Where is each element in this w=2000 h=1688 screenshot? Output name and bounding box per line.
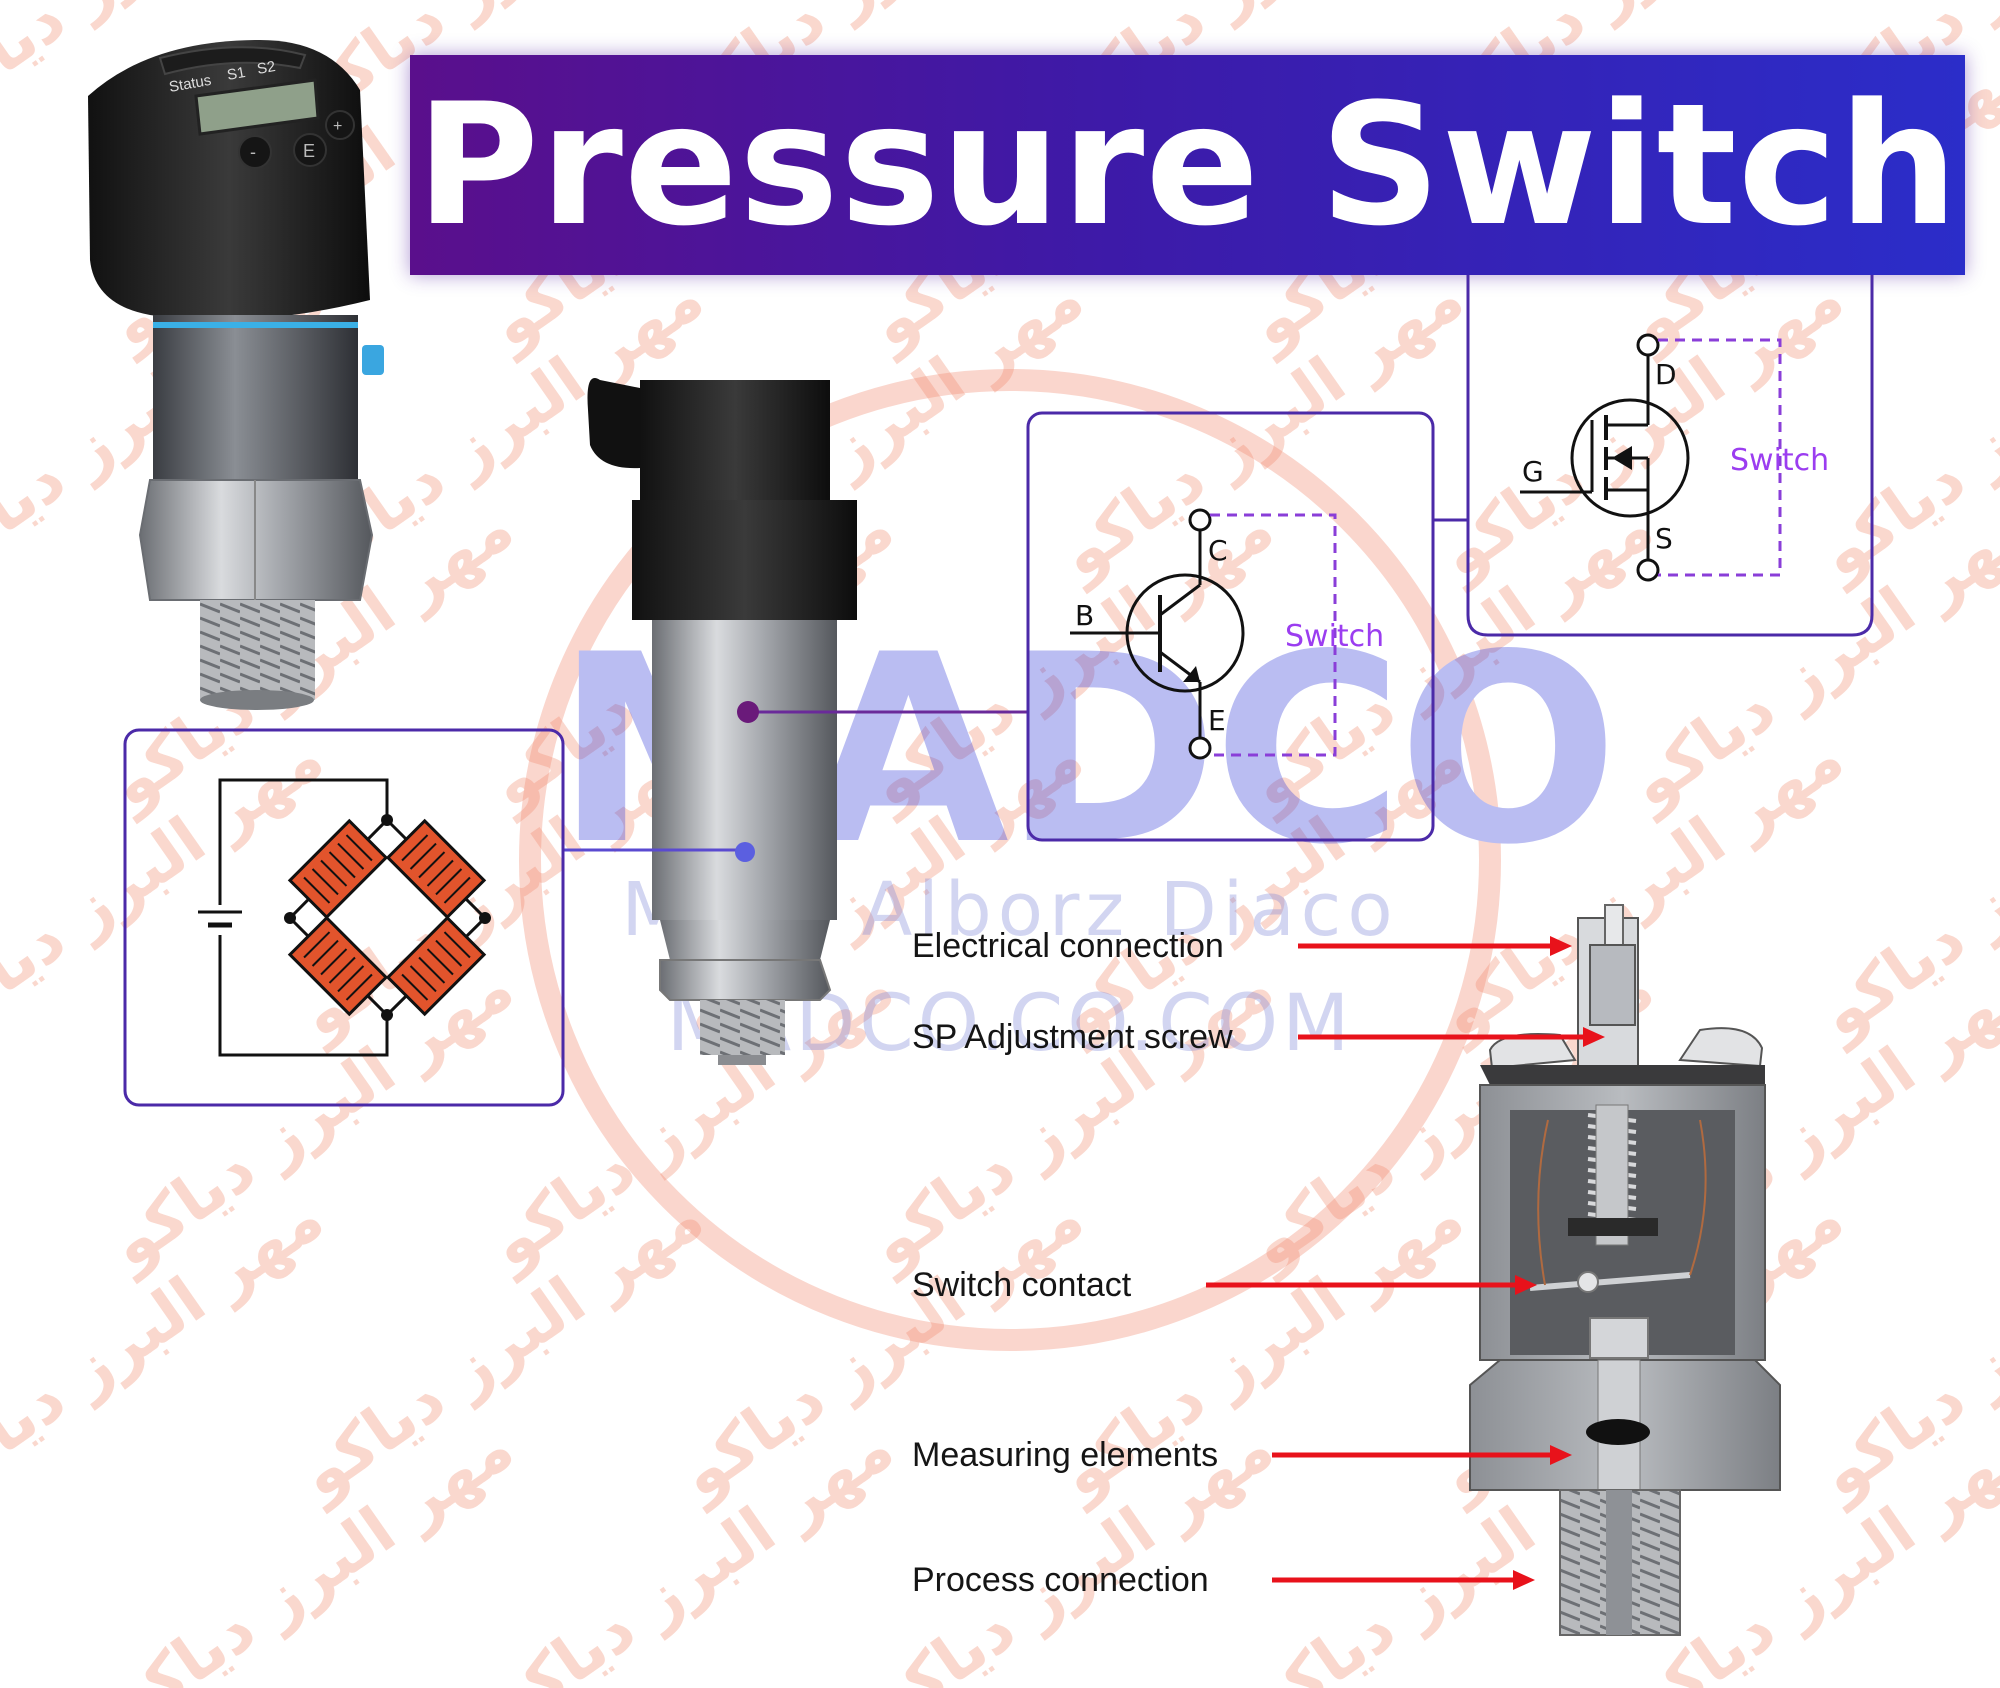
digital-pressure-switch-photo: Status S1 S2 - E + — [88, 40, 384, 710]
process-connection-label: Process connection — [912, 1561, 1209, 1599]
minus-button-label: - — [250, 142, 256, 162]
collector-terminal — [1188, 508, 1212, 532]
s2-led-label: S2 — [256, 58, 277, 78]
strain-gauge-set — [287, 818, 487, 1017]
bridge-connector-dot — [735, 842, 755, 862]
sp-adjustment-screw-label: SP Adjustment screw — [912, 1018, 1233, 1056]
strain-gauge — [287, 915, 389, 1017]
plus-button-label: + — [333, 118, 342, 135]
drain-terminal — [1636, 333, 1660, 357]
pressure-transmitter-photo — [587, 378, 857, 1065]
source-terminal — [1636, 558, 1660, 582]
strain-gauge — [385, 818, 487, 920]
strain-gauge — [385, 915, 487, 1017]
s1-led-label: S1 — [226, 64, 247, 84]
source-pin-label: S — [1655, 522, 1673, 555]
mosfet-switch-label: Switch — [1730, 443, 1829, 478]
gate-pin-label: G — [1522, 455, 1544, 488]
measuring-elements-label: Measuring elements — [912, 1436, 1219, 1474]
emitter-pin-label: E — [1208, 704, 1226, 737]
e-button-label: E — [303, 141, 315, 161]
base-pin-label: B — [1075, 599, 1094, 632]
electrical-connection-label: Electrical connection — [912, 927, 1224, 965]
callout-arrows — [1206, 936, 1605, 1590]
mosfet-switch-box: G D S Switch — [1466, 275, 1874, 637]
drain-pin-label: D — [1655, 358, 1677, 391]
collector-pin-label: C — [1208, 534, 1228, 567]
bjt-connector-dot — [737, 701, 759, 723]
bjt-switch-label: Switch — [1285, 619, 1384, 654]
title-banner: Pressure Switch — [410, 55, 1965, 275]
strain-gauge — [287, 818, 389, 920]
mosfet-circle — [1570, 398, 1690, 518]
lcd-display — [194, 78, 320, 136]
emitter-terminal — [1188, 736, 1212, 760]
page-title: Pressure Switch — [415, 67, 1960, 263]
cutaway-pressure-switch — [1469, 904, 1781, 1636]
wheatstone-bridge-box — [123, 728, 565, 1107]
switch-contact-label: Switch contact — [912, 1266, 1132, 1304]
bjt-switch-box: B C E Switch — [1026, 411, 1435, 842]
